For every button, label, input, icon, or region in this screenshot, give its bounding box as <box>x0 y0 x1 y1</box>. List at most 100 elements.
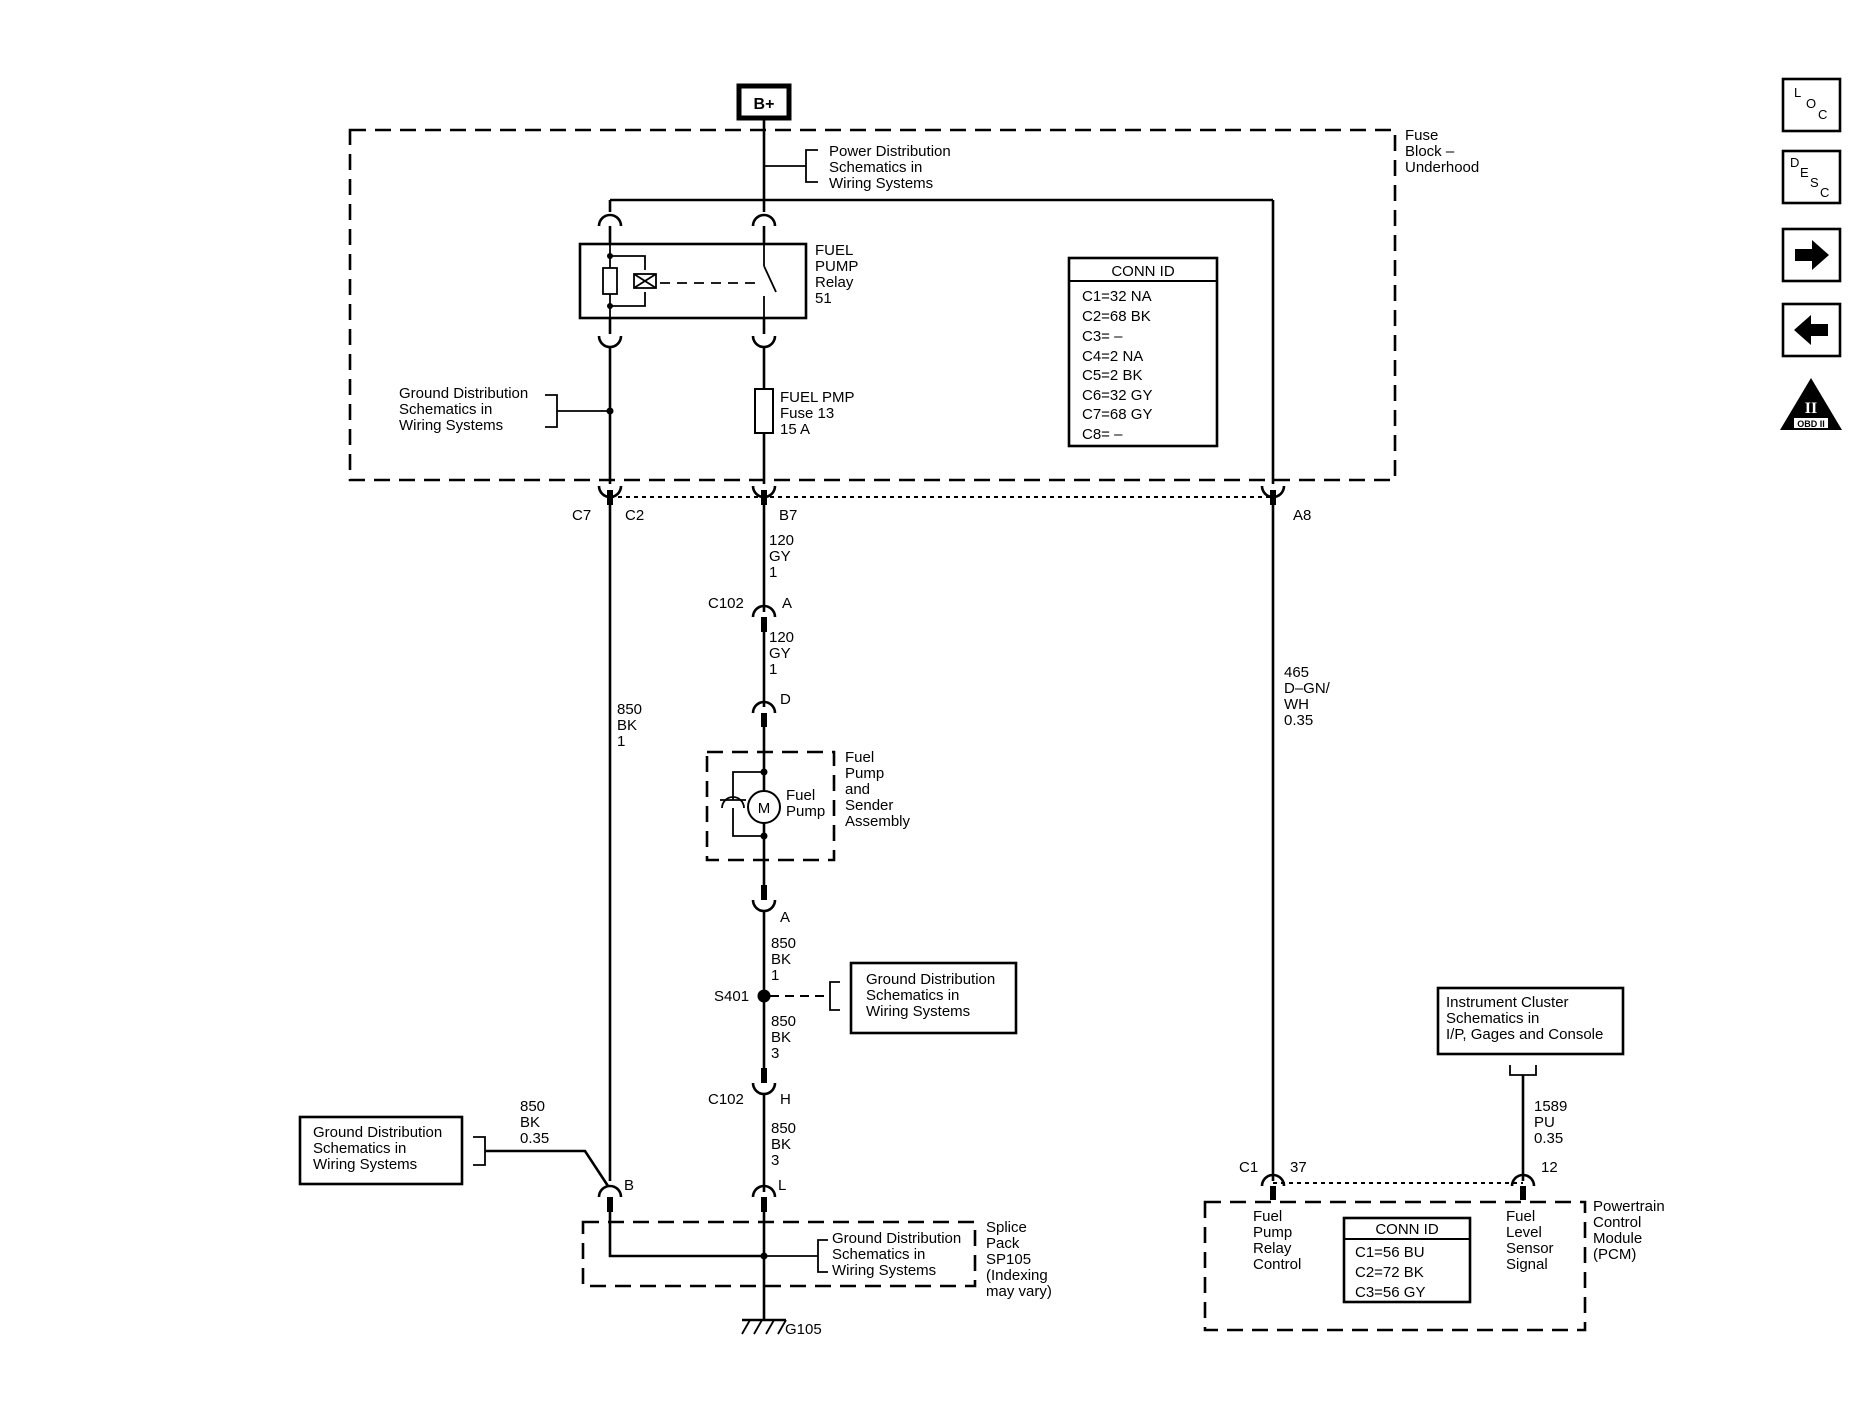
svg-text:Instrument Cluster: Instrument Cluster <box>1446 994 1569 1011</box>
pin-c2-label: C2 <box>625 507 644 524</box>
pin-b7-label: B7 <box>779 507 797 524</box>
next-page-button[interactable] <box>1781 227 1842 283</box>
obd-ii-button[interactable]: II OBD II <box>1780 378 1842 430</box>
svg-text:I/P, Gages and Console: I/P, Gages and Console <box>1446 1026 1603 1043</box>
connector-c102-h <box>751 1082 777 1096</box>
connector-splice-l <box>751 1184 777 1198</box>
svg-text:BK: BK <box>771 1136 791 1153</box>
svg-text:O: O <box>1806 96 1816 111</box>
c102-top-pin: A <box>782 595 792 612</box>
fuse-block-ground-reference[interactable]: Ground Distribution Schematics in Wiring… <box>399 385 528 434</box>
svg-text:BK: BK <box>771 1029 791 1046</box>
fuse-block-conn-id-table: CONN ID C1=32 NA C2=68 BK C3= – C4=2 NA … <box>1067 256 1219 448</box>
svg-text:Ground Distribution: Ground Distribution <box>399 385 528 402</box>
svg-text:may vary): may vary) <box>986 1283 1052 1300</box>
svg-text:1: 1 <box>617 733 625 750</box>
svg-text:51: 51 <box>815 290 832 307</box>
instrument-cluster-reference-box[interactable] <box>1436 986 1625 1056</box>
svg-text:Schematics in: Schematics in <box>829 159 922 176</box>
motor-symbol: M <box>758 800 771 817</box>
svg-text:0.35: 0.35 <box>1284 712 1313 729</box>
conn-id-row: C5=2 BK <box>1082 367 1142 384</box>
desc-button[interactable]: D E S C <box>1781 149 1842 205</box>
pcm-conn-id-title: CONN ID <box>1375 1221 1439 1238</box>
splice-pin-b: B <box>624 1177 634 1194</box>
splice-pack-ground-reference[interactable]: Ground Distribution Schematics in Wiring… <box>832 1230 961 1279</box>
previous-page-button[interactable] <box>1781 302 1842 358</box>
svg-text:Fuse 13: Fuse 13 <box>780 405 834 422</box>
svg-text:Control: Control <box>1253 1256 1301 1273</box>
fuel-pump-relay-box <box>578 242 808 320</box>
pcm-conn-id-table: CONN ID C1=56 BU C2=72 BK C3=56 GY <box>1342 1216 1472 1304</box>
svg-text:Schematics in: Schematics in <box>832 1246 925 1263</box>
c102-top-name: C102 <box>708 595 744 612</box>
svg-text:1: 1 <box>769 661 777 678</box>
loc-button[interactable]: L O C <box>1781 77 1842 133</box>
svg-text:Pump: Pump <box>845 765 884 782</box>
svg-text:and: and <box>845 781 870 798</box>
svg-text:0.35: 0.35 <box>1534 1130 1563 1147</box>
svg-text:Fuel: Fuel <box>845 749 874 766</box>
fuse-block-label: Fuse Block – Underhood <box>1405 127 1479 176</box>
pcm-pin-37-label: 37 <box>1290 1159 1307 1176</box>
wire-label-cluster-signal: 1589 PU 0.35 <box>1534 1098 1567 1147</box>
svg-text:BK: BK <box>771 951 791 968</box>
svg-text:C: C <box>1820 185 1829 200</box>
svg-text:850: 850 <box>771 935 796 952</box>
svg-text:OBD II: OBD II <box>1797 419 1825 429</box>
splice-s401 <box>757 989 771 1003</box>
svg-text:Fuel: Fuel <box>1506 1208 1535 1225</box>
svg-text:Wiring Systems: Wiring Systems <box>866 1003 970 1020</box>
svg-text:120: 120 <box>769 532 794 549</box>
svg-text:GY: GY <box>769 645 791 662</box>
left-ground-reference[interactable]: Ground Distribution Schematics in Wiring… <box>313 1124 442 1173</box>
s401-ground-reference[interactable]: Ground Distribution Schematics in Wiring… <box>866 971 995 1020</box>
fuel-pump-relay-label: FUEL PUMP Relay 51 <box>815 242 858 307</box>
s401-ground-reference-box[interactable] <box>849 961 1018 1035</box>
svg-text:850: 850 <box>771 1120 796 1137</box>
svg-text:Control: Control <box>1593 1214 1641 1231</box>
relay-terminal-top-right <box>751 213 777 227</box>
svg-text:Ground Distribution: Ground Distribution <box>866 971 995 988</box>
fuel-pump-assembly-label: Fuel Pump and Sender Assembly <box>845 749 911 830</box>
pump-in-pin: D <box>780 691 791 708</box>
splice-s401-label: S401 <box>714 988 749 1005</box>
connector-c102-a <box>751 604 777 618</box>
svg-text:Pump: Pump <box>1253 1224 1292 1241</box>
svg-text:Power Distribution: Power Distribution <box>829 143 951 160</box>
svg-text:E: E <box>1800 165 1809 180</box>
ground-g105-label: G105 <box>785 1321 822 1338</box>
wire-label-fuse-out: 120 GY 1 <box>769 532 794 581</box>
svg-text:II: II <box>1805 400 1817 417</box>
power-distribution-reference[interactable]: Power Distribution Schematics in Wiring … <box>829 143 951 192</box>
instrument-cluster-reference[interactable]: Instrument Cluster Schematics in I/P, Ga… <box>1446 994 1603 1043</box>
svg-text:WH: WH <box>1284 696 1309 713</box>
arrow-right-icon <box>1795 240 1829 270</box>
svg-text:Schematics in: Schematics in <box>313 1140 406 1157</box>
svg-text:Splice: Splice <box>986 1219 1027 1236</box>
fuel-pump-fuse-label: FUEL PMP Fuse 13 15 A <box>780 389 854 438</box>
svg-text:GY: GY <box>769 548 791 565</box>
pcm-pin-12 <box>1510 1173 1536 1187</box>
svg-text:850: 850 <box>771 1013 796 1030</box>
svg-text:Powertrain: Powertrain <box>1593 1198 1665 1215</box>
svg-text:C: C <box>1818 107 1827 122</box>
pcm-fuel-level-label: Fuel Level Sensor Signal <box>1506 1208 1554 1273</box>
relay-internals <box>602 244 777 318</box>
wire-label-s401-out: 850 BK 3 <box>771 1013 796 1062</box>
svg-text:Fuel: Fuel <box>786 787 815 804</box>
connector-pump-d <box>751 700 777 714</box>
c102-bottom-pin: H <box>780 1091 791 1108</box>
svg-text:(PCM): (PCM) <box>1593 1246 1636 1263</box>
wire-label-c102-h-out: 850 BK 3 <box>771 1120 796 1169</box>
svg-text:Sensor: Sensor <box>1506 1240 1554 1257</box>
pcm-conn-id-row: C1=56 BU <box>1355 1244 1425 1261</box>
svg-text:850: 850 <box>617 701 642 718</box>
left-ground-reference-box[interactable] <box>298 1115 464 1186</box>
svg-text:Pack: Pack <box>986 1235 1020 1252</box>
svg-text:Wiring Systems: Wiring Systems <box>313 1156 417 1173</box>
conn-id-row: C2=68 BK <box>1082 308 1151 325</box>
svg-text:L: L <box>1794 85 1801 100</box>
